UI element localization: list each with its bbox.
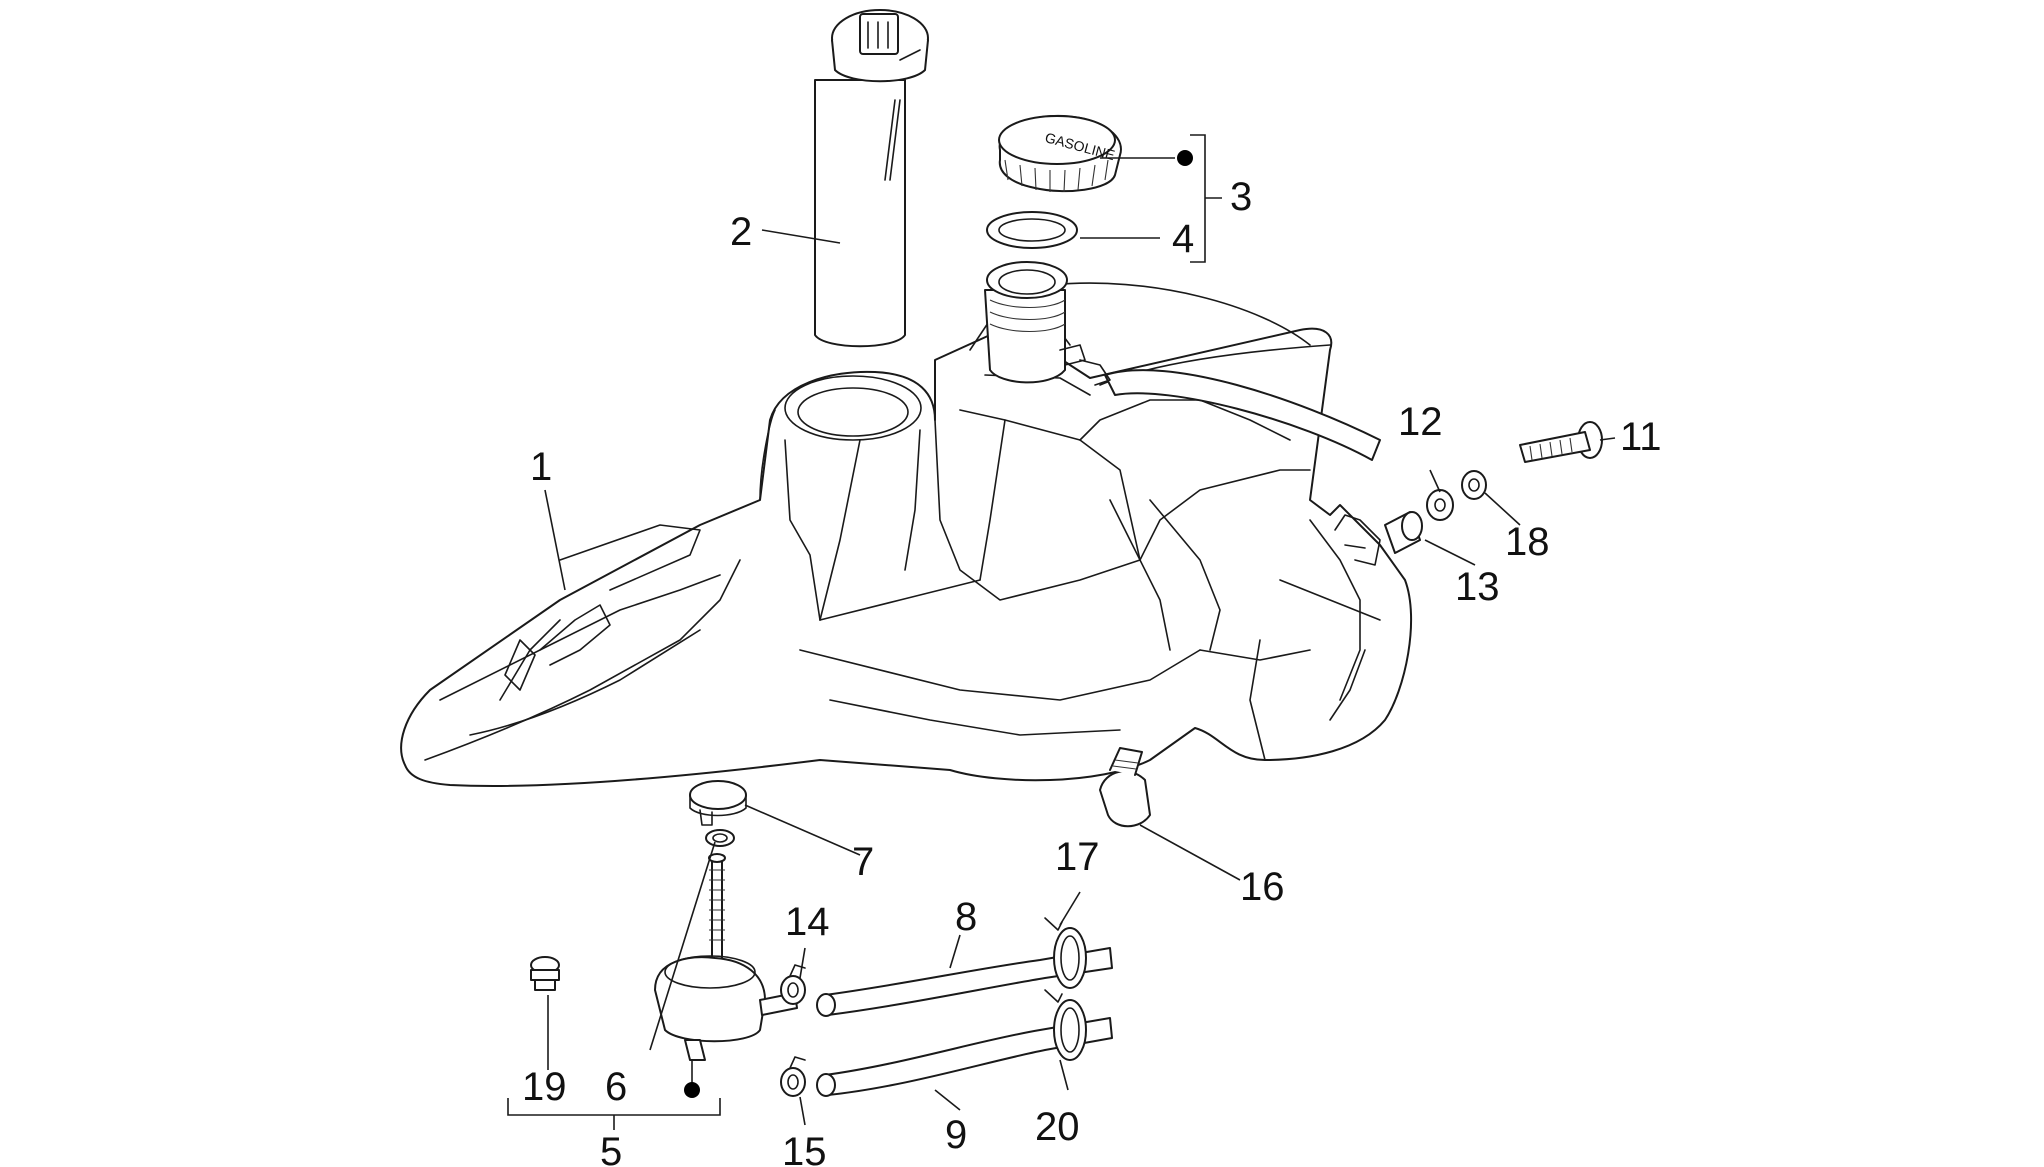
callout-11: 11 (1620, 415, 1662, 459)
cap-gasket (986, 211, 1078, 249)
callout-7: 7 (852, 840, 874, 884)
callout-4: 4 (1172, 217, 1194, 261)
indicator-dot-3 (1177, 150, 1193, 166)
callout-19: 19 (522, 1065, 567, 1109)
callout-labels: 1 2 3 4 5 6 7 8 9 11 12 13 14 15 16 17 1… (522, 175, 1662, 1167)
callout-2: 2 (730, 210, 752, 254)
callout-3: 3 (1230, 175, 1252, 219)
callout-1: 1 (530, 445, 552, 489)
fuel-tap (654, 853, 798, 1061)
callout-16: 16 (1240, 865, 1285, 909)
callout-9: 9 (945, 1113, 967, 1157)
callout-14: 14 (785, 900, 830, 944)
hose-clamp-15 (780, 1056, 806, 1097)
fuel-level-sender (814, 9, 929, 348)
washer-18 (1461, 470, 1487, 500)
o-ring-6 (705, 829, 735, 847)
fuel-tank (400, 282, 1413, 787)
filler-neck (984, 261, 1086, 384)
callout-17: 17 (1055, 835, 1100, 879)
hose-8 (816, 947, 1113, 1017)
hose-clamp-14 (780, 964, 806, 1005)
spacer-13 (1384, 511, 1423, 554)
callout-5: 5 (600, 1130, 622, 1167)
callout-20: 20 (1035, 1105, 1080, 1149)
washer-12 (1426, 489, 1454, 521)
callout-6: 6 (605, 1065, 627, 1109)
hose-clamp-20 (1044, 989, 1087, 1061)
callout-12: 12 (1398, 400, 1443, 444)
screw-19 (530, 956, 560, 991)
callout-13: 13 (1455, 565, 1500, 609)
hose-9 (816, 1017, 1113, 1097)
hose-clip-16 (1099, 747, 1151, 828)
clamp-7 (689, 780, 747, 826)
callout-18: 18 (1505, 520, 1550, 564)
indicator-dot-5 (684, 1082, 700, 1098)
callout-15: 15 (782, 1130, 827, 1167)
leader-lines (507, 134, 1616, 1130)
callout-8: 8 (955, 895, 977, 939)
mounting-bolt (1519, 421, 1603, 463)
fuel-cap: GASOLINE (998, 114, 1122, 193)
